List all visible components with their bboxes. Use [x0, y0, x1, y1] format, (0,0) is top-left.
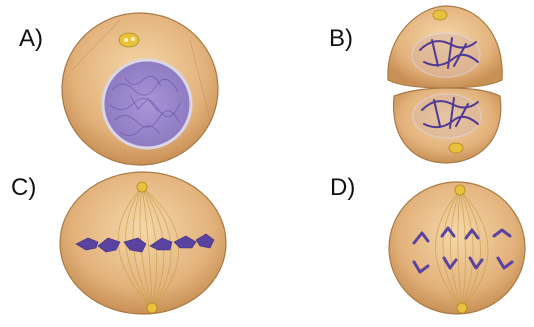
nucleus-bottom: [413, 94, 481, 138]
centrosome-icon: [433, 10, 447, 20]
centrosome-icon: [137, 182, 147, 192]
centrosome-icon: [119, 33, 139, 47]
cell-b: [388, 6, 502, 163]
centrosome-icon: [147, 303, 157, 313]
nucleus: [103, 60, 191, 148]
cell-d-membrane: [389, 182, 525, 314]
centrosome-icon: [455, 185, 465, 195]
nucleus-top: [412, 33, 480, 77]
cell-c: [60, 172, 226, 314]
cell-a: [62, 13, 218, 165]
cell-d: [389, 182, 525, 314]
centrosome-icon: [457, 303, 467, 313]
centrosome-icon: [449, 143, 463, 153]
